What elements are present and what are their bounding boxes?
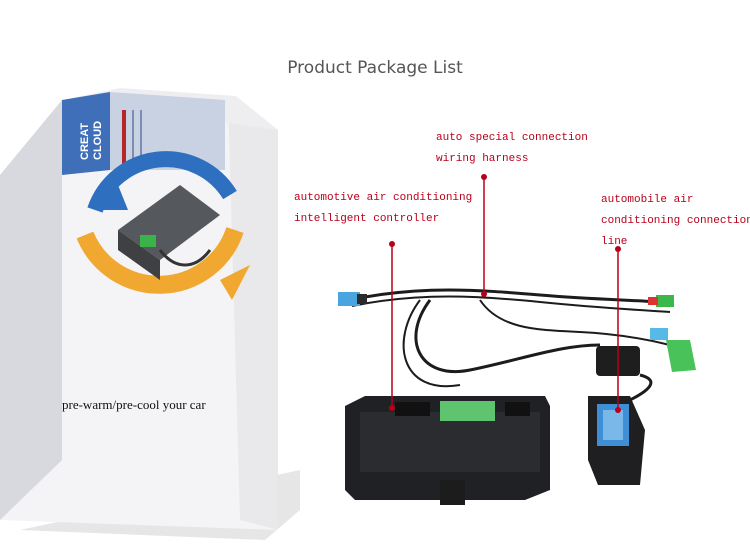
brand-band	[62, 92, 110, 175]
box-caption: pre-warm/pre-cool your car	[62, 397, 206, 412]
cyan-connector-right	[650, 328, 668, 340]
green-connector-top	[656, 295, 674, 307]
wiring-harness	[349, 288, 671, 305]
brand-logo-line2: CLOUD	[92, 121, 104, 160]
blue-connector-left	[338, 292, 360, 306]
orange-arrow	[76, 226, 244, 294]
controller-callout: automotive air conditioning intelligent …	[294, 192, 473, 225]
controller-green-port	[440, 401, 495, 421]
brand-logo: CREAT	[79, 123, 91, 160]
harness-callout: auto special connection wiring harness	[436, 132, 588, 165]
line-callout: automobile air conditioning connection l…	[601, 194, 750, 248]
blue-arrow	[87, 151, 237, 213]
green-clip	[666, 340, 696, 372]
page-title: Product Package List	[287, 58, 463, 78]
package-box-side	[0, 100, 62, 520]
